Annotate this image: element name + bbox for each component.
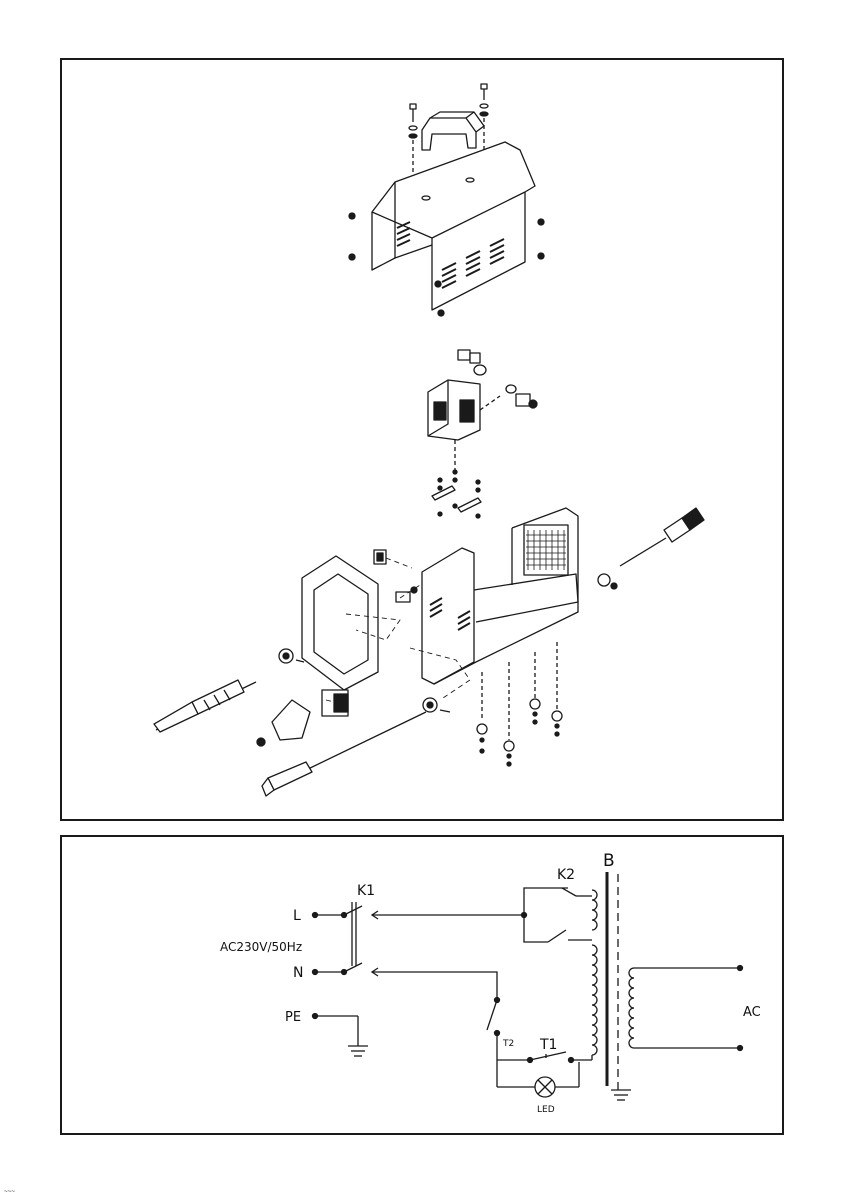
pe-ground — [317, 1016, 368, 1056]
label-t2: T2 — [502, 1039, 514, 1049]
switch-k1 — [342, 902, 363, 975]
relay-k2 — [524, 888, 592, 942]
label-l: L — [293, 908, 301, 924]
label-k2: K2 — [557, 867, 575, 883]
label-t1: T1 — [539, 1037, 557, 1053]
label-pe: PE — [285, 1010, 301, 1025]
page-marker: ~~~ — [4, 1188, 15, 1195]
thermostat-t2 — [487, 1000, 530, 1060]
transformer-core — [607, 872, 631, 1100]
label-b: B — [603, 851, 615, 871]
supply-terminals — [313, 913, 318, 1019]
primary-winding — [592, 890, 597, 1058]
led-lamp — [497, 1060, 579, 1097]
switch-t1 — [528, 1052, 593, 1063]
label-n: N — [293, 965, 303, 981]
label-k1: K1 — [357, 883, 375, 899]
secondary-winding — [629, 966, 743, 1051]
wire-N-to-t2 — [372, 968, 500, 1003]
wire-L-to-k2 — [372, 911, 527, 919]
label-ac-output: AC — [743, 1005, 761, 1020]
label-supply: AC230V/50Hz — [220, 940, 302, 954]
label-led: LED — [537, 1105, 555, 1115]
